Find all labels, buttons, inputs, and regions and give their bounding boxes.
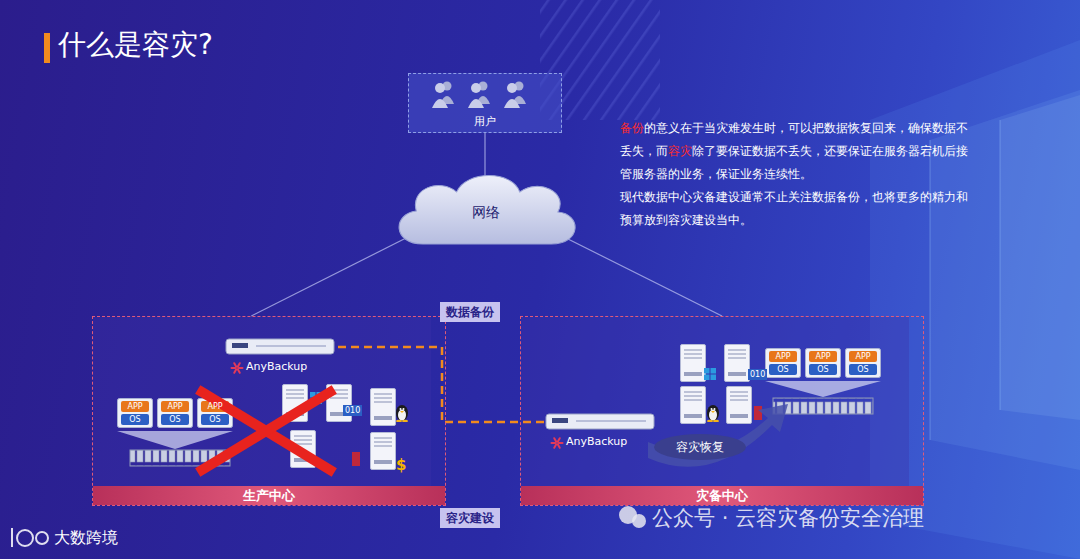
node-label: 灾备中心 [521,486,923,505]
right-illustration [521,317,909,487]
highlight-term: 备份 [620,121,644,135]
right-illustration [648,404,788,467]
node-label: AnyBackup [566,435,627,448]
vm-tag: APP [809,351,837,362]
network-link [251,234,414,316]
process-label: 容灾恢复 [655,438,745,456]
region-band: 灾备中心 [521,486,923,505]
left-illustration [117,431,233,449]
right-illustration [754,406,762,420]
description-paragraph: 备份的意义在于当灾难发生时，可以把数据恢复回来，确保数据不丢失，而容灾除了要保证… [620,117,978,232]
right-illustration [681,387,706,424]
rack-unit [226,339,334,354]
node-label: 生产中心 [93,486,445,505]
title-bar [44,33,50,63]
watermark: 大数跨境 [54,528,118,549]
node-label: 用户 [409,114,561,129]
left-illustration [371,389,396,426]
vm-tag: APP [849,351,877,362]
vm-tag: APP [121,401,149,412]
right-illustration [727,387,752,424]
right-illustration [766,349,801,378]
left-illustration [396,405,408,422]
background-decor [1000,95,1080,420]
node-label: AnyBackup [246,360,307,373]
datacenter-region: AnyBackup 灾备中心 [520,316,924,506]
highlight-term: 容灾 [668,144,692,158]
slide-title: 什么是容灾? [58,26,213,64]
vm-tag: OS [849,364,877,375]
vm-tag: APP [201,401,229,412]
right-illustration [773,398,873,414]
edge-label: 数据备份 [440,302,500,322]
vm-tag: OS [161,414,189,425]
person-icon [432,82,454,109]
left-illustration [202,392,330,470]
brand-logo [232,363,243,373]
left-illustration [93,317,431,487]
left-illustration [371,433,396,470]
money-symbol: $ [396,456,406,474]
watermark-icons [17,530,33,546]
brand-logo [552,438,563,448]
right-illustration [521,317,909,487]
section-tag: 容灾建设 [440,508,500,528]
backup-appliance: AnyBackup [546,412,658,458]
left-illustration [158,399,193,428]
right-illustration [654,434,746,460]
network-link [484,133,485,182]
body-text: 现代数据中心灾备建设通常不止关注数据备份，也将更多的精力和预算放到容灾建设当中。 [620,186,978,232]
right-illustration [681,345,706,382]
backup-flow-line [338,347,546,422]
data-tag: 010 [343,405,362,416]
network-cloud: 网络 [388,168,584,256]
right-illustration [846,349,881,378]
vm-tag: APP [161,401,189,412]
network-link [558,234,722,316]
region-band: 生产中心 [93,486,445,505]
backup-appliance: AnyBackup [226,337,338,383]
vm-tag: OS [121,414,149,425]
vm-tag: OS [769,364,797,375]
vm-tag: OS [201,414,229,425]
rack-unit [546,414,654,429]
person-icon [504,82,526,109]
watermark-icons [11,528,13,547]
right-illustration [765,381,881,397]
watermark: 公众号 · 云容灾备份安全治理 [652,504,924,532]
background-decor [930,140,931,440]
node-label: 网络 [388,204,584,222]
right-illustration [806,349,841,378]
background-decor [1000,120,1001,410]
user-group-box: 用户 [408,73,562,133]
datacenter-region: AnyBackup 生产中心 [92,316,446,506]
region-shape [521,317,923,505]
right-illustration [707,405,719,422]
vm-tag: APP [769,351,797,362]
person-icon [468,82,490,109]
left-illustration [202,392,330,470]
watermark-icons [632,514,646,528]
right-illustration [704,368,716,380]
vm-tag: OS [809,364,837,375]
left-illustration [352,452,360,466]
data-tag: 010 [748,369,767,380]
left-illustration [118,399,153,428]
left-illustration [93,317,431,487]
right-illustration [725,345,750,382]
watermark-icons [36,532,48,544]
title-bar [44,33,50,63]
